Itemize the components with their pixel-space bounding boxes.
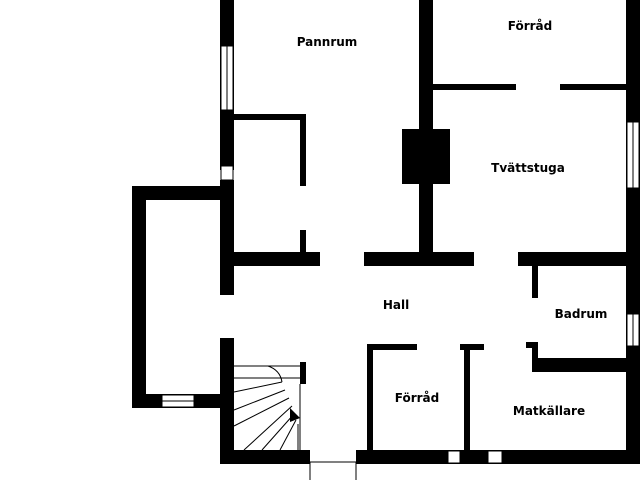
wall-badrum-west-lower [532,342,538,372]
wall-forrad-tvatt-right [560,84,626,90]
window-tvattstuga [626,121,640,189]
room-labels: Pannrum Förråd Tvättstuga Hall Badrum Fö… [297,19,608,418]
wall-badrum-west-upper [532,266,538,298]
wall-forrad-tvatt-left [433,84,516,90]
walls [132,0,640,464]
wall-closet-side-lower [300,230,306,256]
room-label-pannrum: Pannrum [297,35,358,49]
staircase [233,365,301,451]
room-label-badrum: Badrum [555,307,608,321]
wall-badrum-south [532,358,626,372]
window-annex [161,394,195,408]
room-label-forrad-top: Förråd [508,19,552,33]
wall-west-lower [220,338,234,464]
windows [161,45,640,464]
entrance-door [309,461,357,480]
window-forrad-bottom [447,450,461,464]
stair-railing [300,362,306,384]
window-west-small [220,165,234,181]
window-matkallare [487,450,503,464]
wall-west-middle [220,180,234,295]
wall-annex-north [132,186,222,200]
wall-hall-north-east [518,252,640,266]
wall-forrad-east [464,344,470,450]
wall-closet-side-upper [300,114,306,186]
wall-badrum-jamb [526,342,538,348]
wall-pannrum-hall [234,252,320,266]
window-pannrum [220,45,234,111]
wall-closet-top [234,114,306,120]
wall-annex-west [132,186,146,408]
wall-south-left [220,450,310,464]
chimney [402,129,450,184]
wall-forrad-east-cap [460,344,484,350]
room-label-hall: Hall [383,298,409,312]
wall-forrad-top [367,344,417,350]
wall-forrad-west [367,344,373,450]
room-label-forrad-bottom: Förråd [395,391,439,405]
wall-east [626,0,640,464]
room-label-matkallare: Matkällare [513,404,585,418]
stair-direction-arrow [290,408,300,422]
wall-hall-north-center [364,252,474,266]
window-badrum [626,313,640,347]
room-label-tvattstuga: Tvättstuga [491,161,565,175]
